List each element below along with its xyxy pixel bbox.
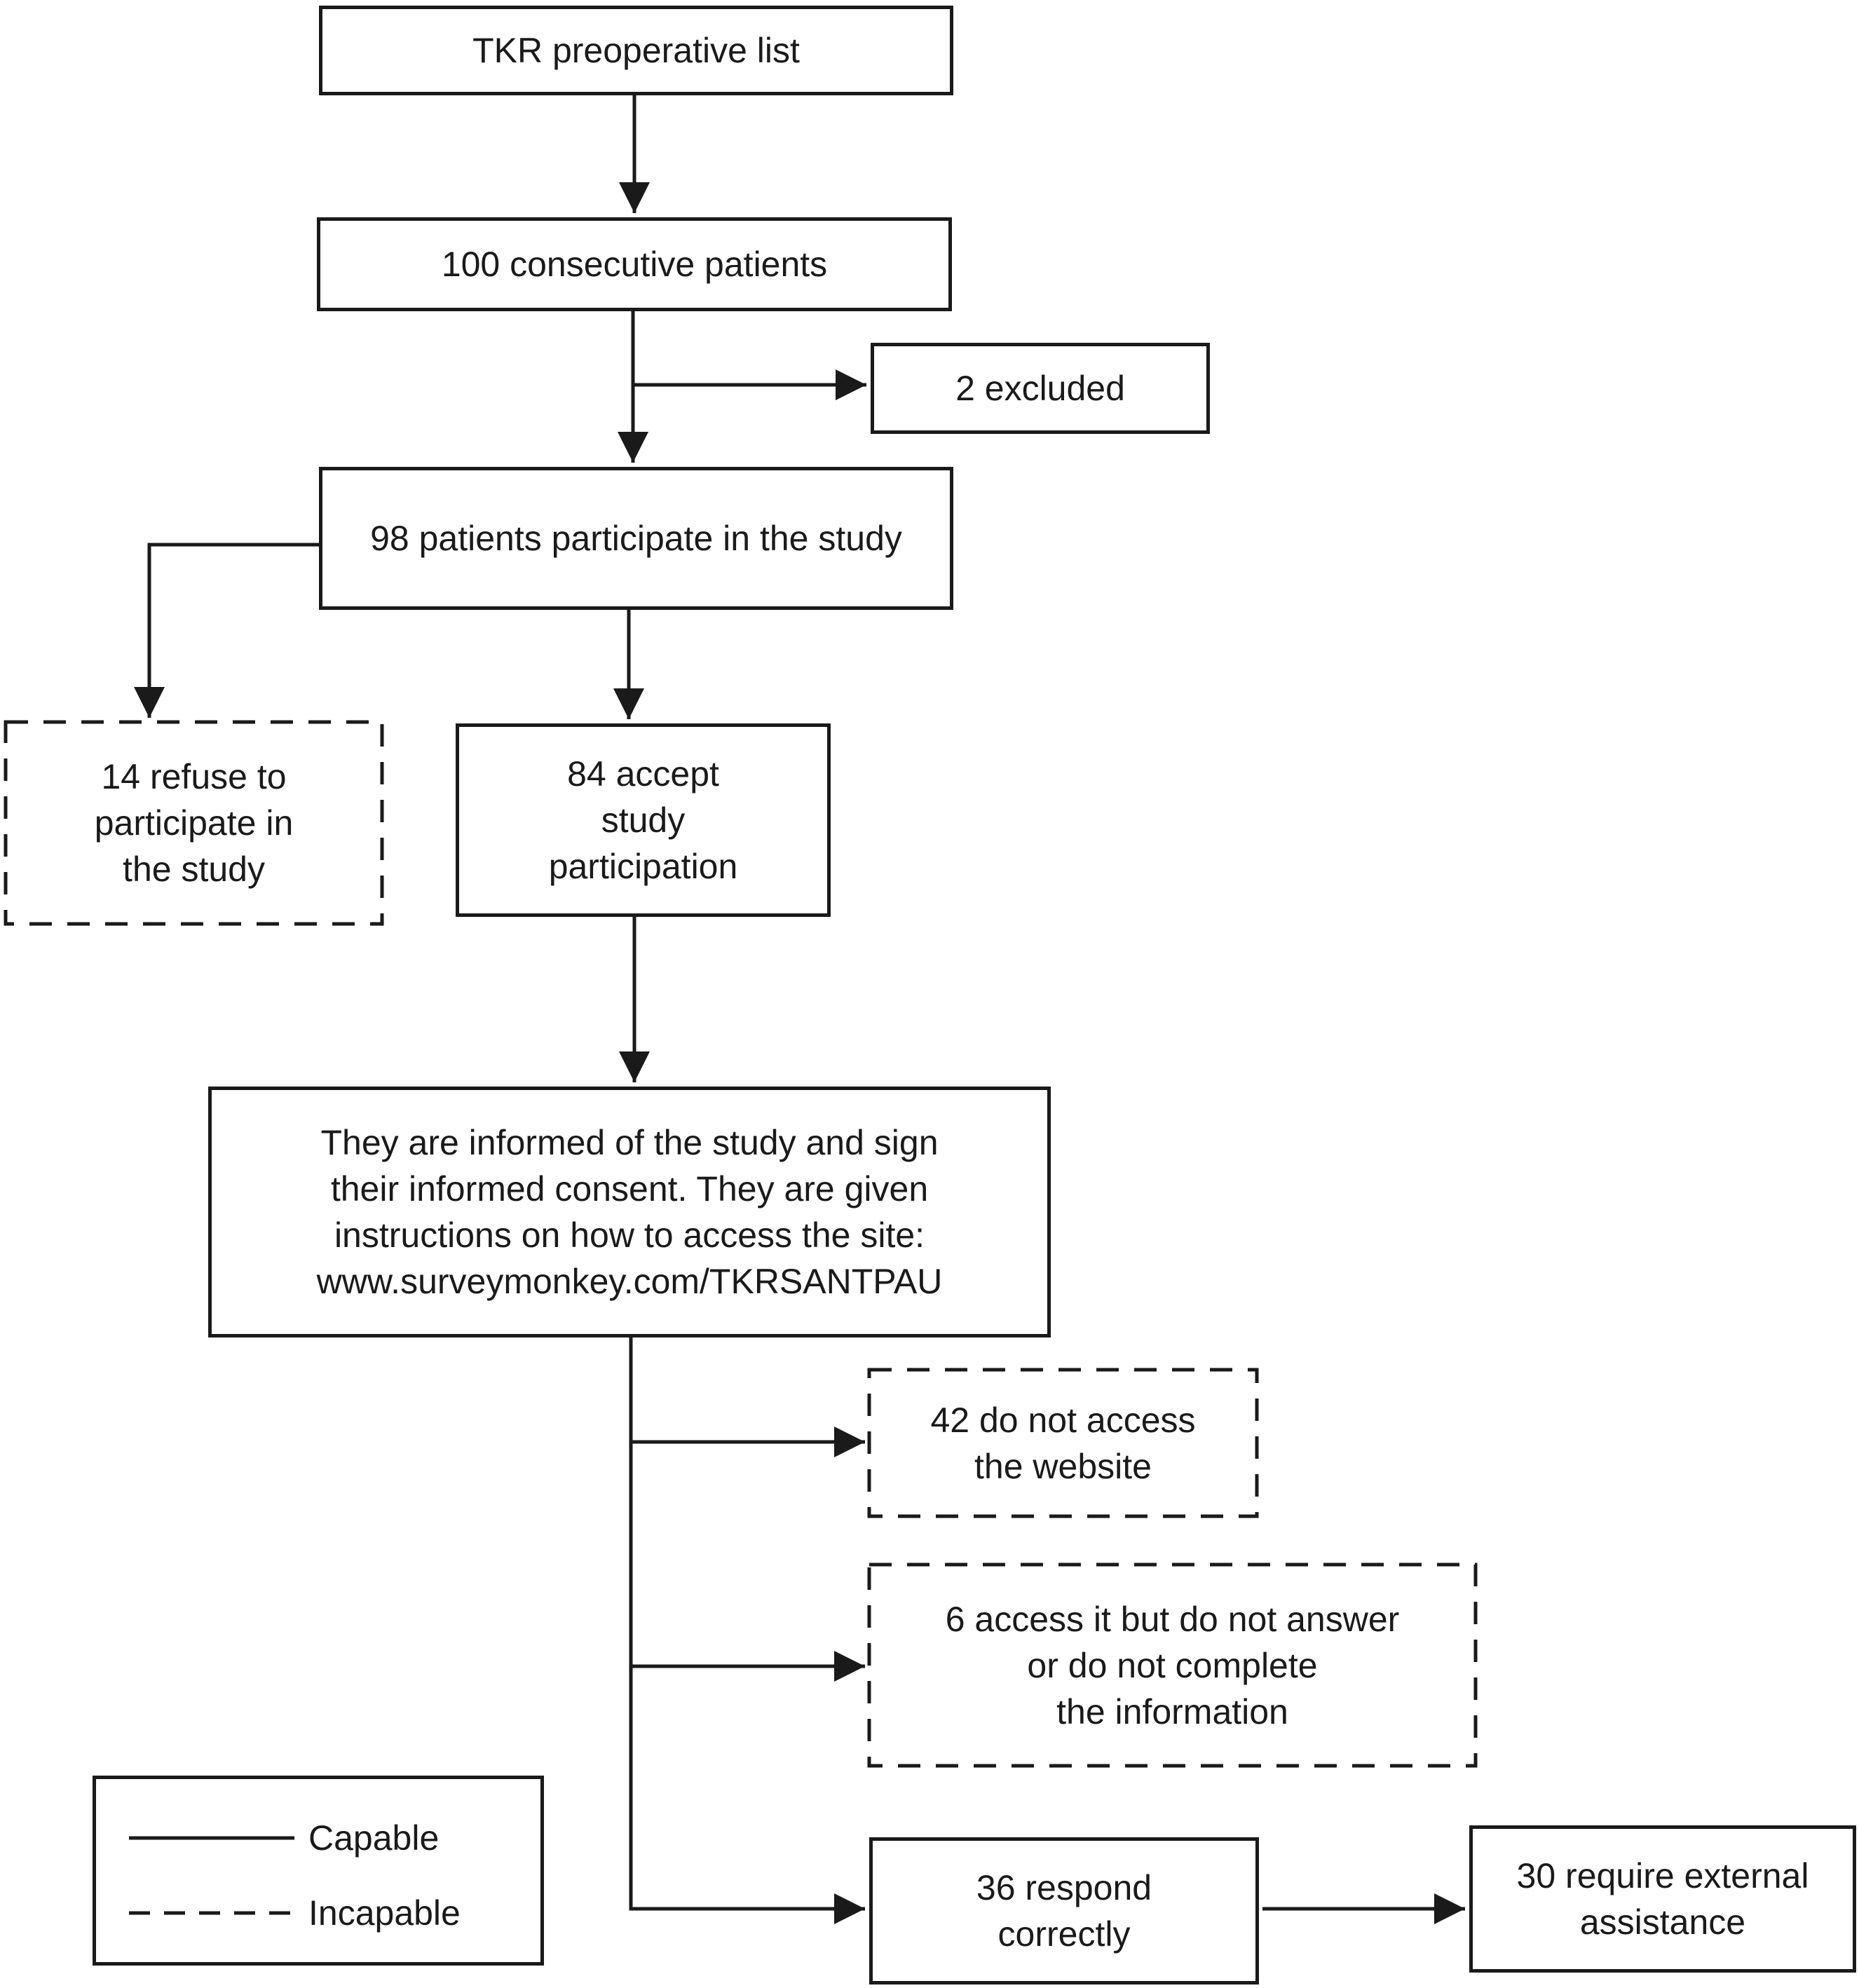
flow-node-label: They are informed of the study and sign … <box>316 1123 943 1301</box>
flow-node-label: 6 access it but do not answer or do not … <box>945 1599 1400 1731</box>
flow-node-30-assistance: 30 require external assistance <box>1469 1825 1856 1973</box>
flow-node-14-refuse: 14 refuse to participate in the study <box>6 722 382 924</box>
flow-node-label: TKR preoperative list <box>472 31 800 70</box>
flow-node-2-excluded: 2 excluded <box>871 343 1210 434</box>
flow-node-informed-consent: They are informed of the study and sign … <box>208 1087 1051 1337</box>
flow-node-label: 84 accept study participation <box>548 754 738 886</box>
flow-node-label: 100 consecutive patients <box>441 245 828 284</box>
flow-node-tkr-preoperative-list: TKR preoperative list <box>319 6 953 95</box>
flow-node-36-respond: 36 respond correctly <box>869 1837 1259 1984</box>
flow-node-42-no-access: 42 do not access the website <box>869 1370 1257 1516</box>
legend-label-capable: Capable <box>308 1818 440 1858</box>
flow-node-label: 36 respond correctly <box>976 1868 1152 1954</box>
flow-node-no-access-outline <box>867 1368 1259 1518</box>
edge-informed-to-respond <box>629 1337 865 1924</box>
flow-node-label: 42 do not access the website <box>930 1400 1196 1486</box>
flow-node-incomplete-outline <box>867 1563 1478 1768</box>
flow-node-label: 98 patients participate in the study <box>370 519 902 558</box>
flow-node-98-participate: 98 patients participate in the study <box>319 467 953 610</box>
flow-node-label: 30 require external assistance <box>1516 1856 1809 1942</box>
edge-participate-to-refuse <box>134 543 319 718</box>
flow-node-label: 2 excluded <box>955 369 1125 408</box>
flow-node-84-accept: 84 accept study participation <box>456 723 831 917</box>
flow-node-100-consecutive-patients: 100 consecutive patients <box>317 217 952 311</box>
legend-label-incapable: Incapable <box>308 1893 461 1933</box>
flow-node-label: 14 refuse to participate in the study <box>94 757 294 889</box>
flow-node-6-incomplete: 6 access it but do not answer or do not … <box>869 1565 1476 1766</box>
legend-box <box>93 1776 544 1966</box>
flow-node-refuse-outline <box>4 720 384 926</box>
